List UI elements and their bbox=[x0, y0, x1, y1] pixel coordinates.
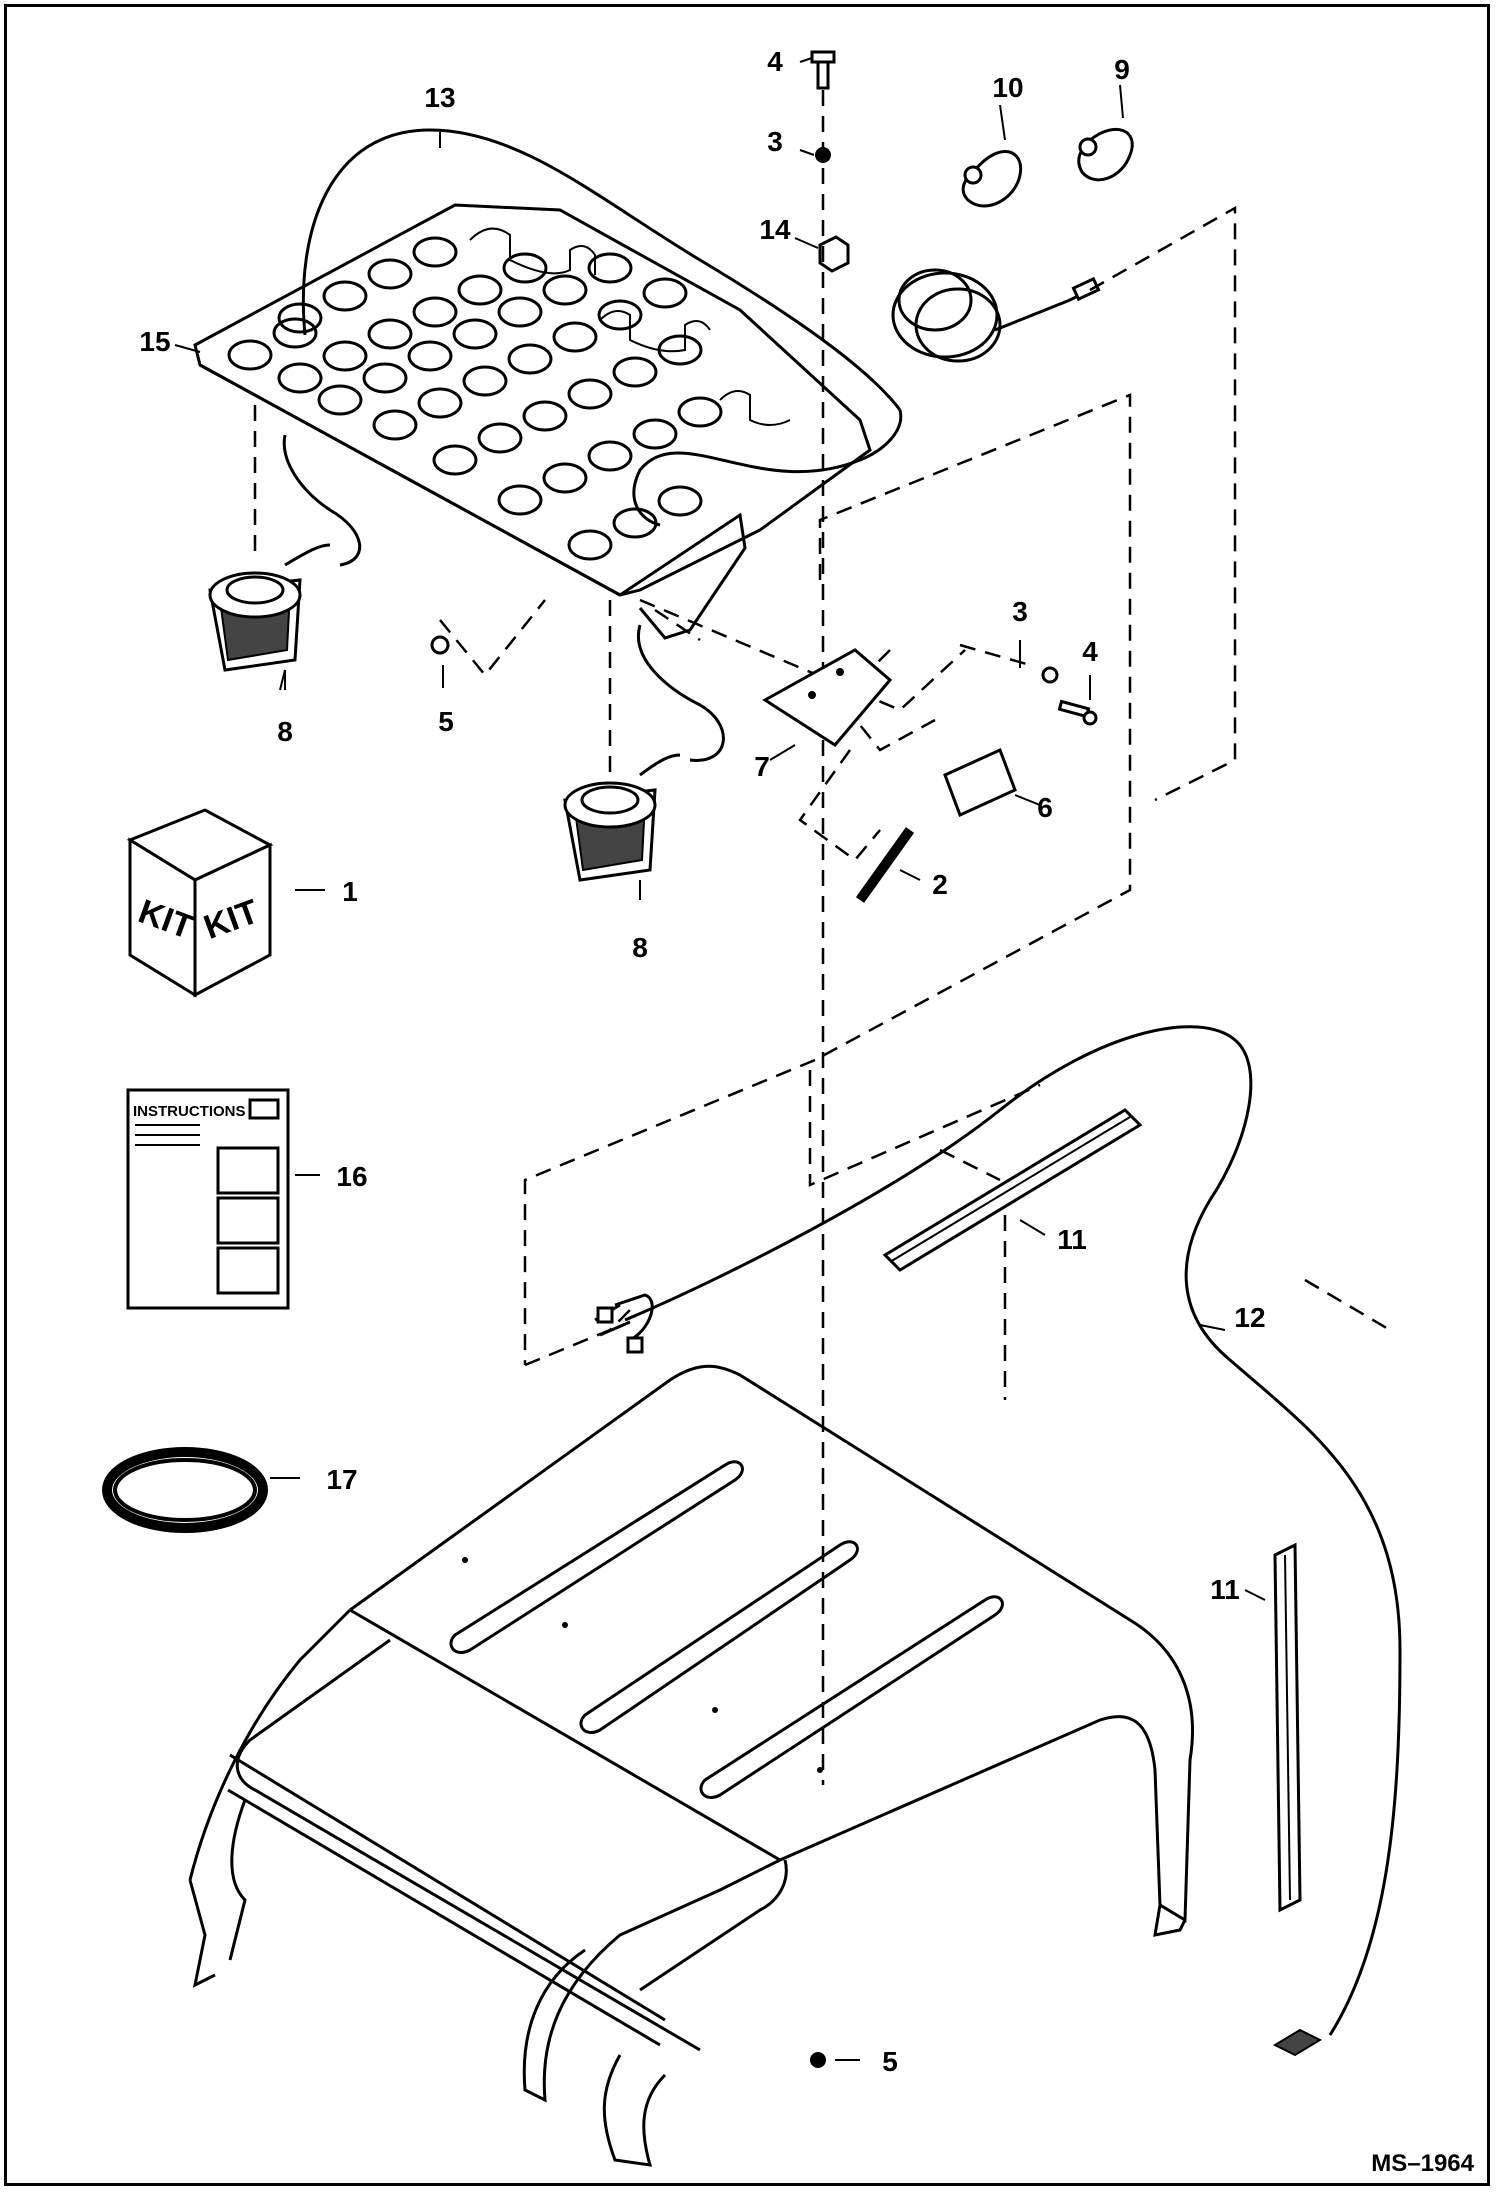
callout-4-screw-upper: 4 bbox=[767, 46, 783, 77]
panel-hole bbox=[522, 400, 568, 432]
speaker-part-8-right bbox=[563, 624, 725, 900]
callout-11-strip-upper: 11 bbox=[1057, 1224, 1087, 1255]
speaker-panel-part-15 bbox=[193, 203, 872, 640]
panel-hole bbox=[432, 444, 478, 476]
panel-hole bbox=[477, 422, 523, 454]
callout-5-nut-lower: 5 bbox=[882, 2046, 898, 2077]
panel-hole bbox=[497, 484, 543, 516]
callout-17-tube: 17 bbox=[326, 1464, 358, 1495]
panel-hole bbox=[612, 356, 658, 388]
strip-part-2 bbox=[855, 827, 921, 903]
panel-hole bbox=[317, 384, 363, 416]
panel-hole bbox=[277, 302, 323, 334]
hardware-right bbox=[1019, 640, 1098, 726]
cable-part-13 bbox=[301, 128, 903, 527]
callout-3-washer-right: 3 bbox=[1012, 596, 1028, 627]
panel-hole bbox=[507, 343, 553, 375]
panel-hole bbox=[587, 440, 633, 472]
panel-hole bbox=[677, 396, 723, 428]
nut-part-5-upper bbox=[430, 635, 450, 688]
callout-13-cable: 13 bbox=[424, 82, 456, 113]
callout-1-kit: 1 bbox=[342, 876, 358, 907]
panel-hole bbox=[277, 362, 323, 394]
kit-box-part-1: KIT KIT bbox=[126, 808, 325, 998]
panel-hole bbox=[502, 252, 548, 284]
callout-2-strip: 2 bbox=[932, 869, 948, 900]
panel-hole bbox=[657, 334, 703, 366]
harness-part-12 bbox=[594, 1025, 1402, 2057]
panel-hole bbox=[567, 529, 613, 561]
panel-hole bbox=[542, 462, 588, 494]
callout-3-washer-upper: 3 bbox=[767, 126, 783, 157]
panel-hole bbox=[227, 339, 273, 371]
panel-hole bbox=[567, 378, 613, 410]
panel-hole bbox=[322, 280, 368, 312]
callout-8-speaker-left: 8 bbox=[277, 716, 293, 747]
callout-10-cable-tie: 10 bbox=[992, 72, 1024, 103]
panel-hole bbox=[362, 362, 408, 394]
panel-hole bbox=[657, 485, 703, 517]
tube-coil-part-17 bbox=[102, 1447, 300, 1533]
panel-hole bbox=[367, 318, 413, 350]
callout-16-instructions: 16 bbox=[336, 1161, 368, 1192]
callout-15-panel: 15 bbox=[139, 326, 171, 357]
pad-part-6 bbox=[943, 747, 1041, 818]
strip-part-11-upper bbox=[882, 1108, 1143, 1272]
panel-hole bbox=[407, 340, 453, 372]
assembly-dashed-lines bbox=[253, 205, 1391, 1400]
panel-hole bbox=[542, 274, 588, 306]
strip-part-11-lower bbox=[1244, 1542, 1302, 1913]
cab-canopy bbox=[188, 1364, 1194, 2167]
diagram-frame bbox=[4, 4, 1490, 2186]
panel-hole bbox=[272, 317, 318, 349]
panel-hole bbox=[497, 296, 543, 328]
nut-part-5-lower bbox=[810, 2052, 860, 2068]
harness-coil bbox=[891, 268, 1101, 363]
speaker-part-8-left bbox=[208, 434, 362, 690]
callout-5-nut-upper: 5 bbox=[438, 706, 454, 737]
panel-hole bbox=[587, 252, 633, 284]
callout-14-spacer: 14 bbox=[759, 214, 791, 245]
leader-15 bbox=[174, 344, 201, 353]
callout-6-pad: 6 bbox=[1037, 792, 1053, 823]
panel-hole bbox=[462, 365, 508, 397]
panel-hole bbox=[597, 299, 643, 331]
panel-hole bbox=[412, 236, 458, 268]
panel-hole bbox=[457, 274, 503, 306]
callout-4-screw-right: 4 bbox=[1082, 636, 1098, 667]
cable-tie-part-9 bbox=[1077, 84, 1134, 182]
instructions-heading: INSTRUCTIONS bbox=[133, 1103, 246, 1120]
drawing-number: MS–1964 bbox=[1371, 2150, 1474, 2177]
leader-8a bbox=[279, 669, 286, 691]
panel-hole bbox=[612, 507, 658, 539]
callout-7-bracket: 7 bbox=[754, 751, 770, 782]
panel-hole bbox=[632, 418, 678, 450]
hardware-column-upper bbox=[794, 50, 850, 1785]
panel-hole bbox=[367, 258, 413, 290]
cable-tie-part-10 bbox=[961, 104, 1023, 208]
panel-hole bbox=[412, 296, 458, 328]
bracket-part-7 bbox=[762, 648, 893, 761]
callout-8-speaker-right: 8 bbox=[632, 932, 648, 963]
callout-9-cable-tie: 9 bbox=[1114, 54, 1130, 85]
panel-hole bbox=[552, 321, 598, 353]
panel-hole bbox=[452, 318, 498, 350]
panel-hole bbox=[417, 387, 463, 419]
panel-hole bbox=[642, 277, 688, 309]
instructions-sheet-part-16: INSTRUCTIONS bbox=[126, 1088, 320, 1310]
panel-hole bbox=[322, 340, 368, 372]
callout-11-strip-lower: 11 bbox=[1210, 1574, 1240, 1605]
callout-12-harness: 12 bbox=[1234, 1302, 1266, 1333]
panel-hole bbox=[372, 409, 418, 441]
